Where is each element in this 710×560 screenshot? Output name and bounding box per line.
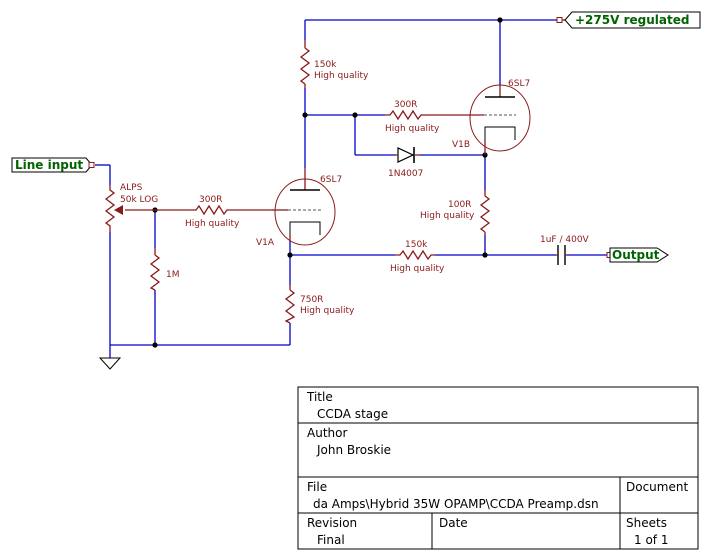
file-label: File (307, 480, 327, 494)
resistor-1m: 1M (149, 248, 180, 291)
author-label: Author (307, 426, 347, 440)
resistor-value: 150k (405, 240, 428, 250)
resistor-feedback: 150k High quality (390, 240, 445, 274)
diode-label: 1N4007 (388, 169, 423, 179)
wires (95, 19, 610, 358)
supply-net-flag: +275V regulated (556, 11, 701, 29)
title-label: Title (306, 390, 333, 404)
line-input-net-flag: Line input (11, 157, 95, 173)
tube-v1a: 6SL7 V1A (256, 168, 342, 248)
tube-type: 6SL7 (508, 79, 530, 89)
pot-brand: ALPS (120, 183, 143, 193)
sheets-value: 1 of 1 (634, 533, 668, 547)
sheets-label: Sheets (626, 516, 667, 530)
tube-ref: V1A (256, 238, 275, 248)
file-value: da Amps\Hybrid 35W OPAMP\CCDA Preamp.dsn (313, 497, 599, 511)
revision-label: Revision (307, 516, 357, 530)
diode-1n4007: 1N4007 (388, 147, 423, 179)
resistor-value: 300R (199, 195, 222, 205)
resistor-note: High quality (314, 71, 369, 81)
resistor-value: 300R (394, 100, 417, 110)
ground-symbol (98, 357, 122, 370)
tube-type: 6SL7 (320, 175, 342, 185)
tube-v1b: 6SL7 V1B (448, 79, 531, 155)
date-label: Date (439, 516, 468, 530)
capacitor-value: 1uF / 400V (540, 235, 590, 245)
title-block: Title CCDA stage Author John Broskie Fil… (297, 386, 699, 550)
resistor-note: High quality (390, 264, 445, 274)
output-capacitor: 1uF / 400V (540, 235, 590, 265)
supply-net-label: +275V regulated (575, 13, 689, 27)
resistor-note: High quality (300, 306, 355, 316)
resistor-grid-v1a: 300R High quality (155, 195, 272, 229)
revision-value: Final (317, 533, 345, 547)
resistor-cathode-v1a: 750R High quality (284, 285, 355, 324)
resistor-note: High quality (420, 211, 475, 221)
output-net-label: Output (612, 248, 660, 262)
author-value: John Broskie (316, 443, 391, 457)
title-value: CCDA stage (317, 407, 388, 421)
pot-value: 50k LOG (120, 195, 158, 205)
resistor-cathode-v1b: 100R High quality (420, 190, 491, 235)
resistor-note: High quality (185, 219, 240, 229)
document-label: Document (626, 480, 688, 494)
output-net-flag: Output (606, 247, 669, 263)
resistor-value: 750R (300, 295, 323, 305)
potentiometer: ALPS 50k LOG (104, 183, 158, 232)
resistor-note: High quality (385, 124, 440, 134)
resistor-grid-v1b: 300R High quality (385, 100, 448, 134)
tube-ref: V1B (452, 140, 470, 150)
resistor-value: 1M (166, 270, 180, 280)
resistor-value: 100R (448, 200, 471, 210)
resistor-plate-v1b: 150k High quality (299, 40, 369, 88)
resistor-value: 150k (314, 60, 337, 70)
line-input-net-label: Line input (15, 158, 83, 172)
